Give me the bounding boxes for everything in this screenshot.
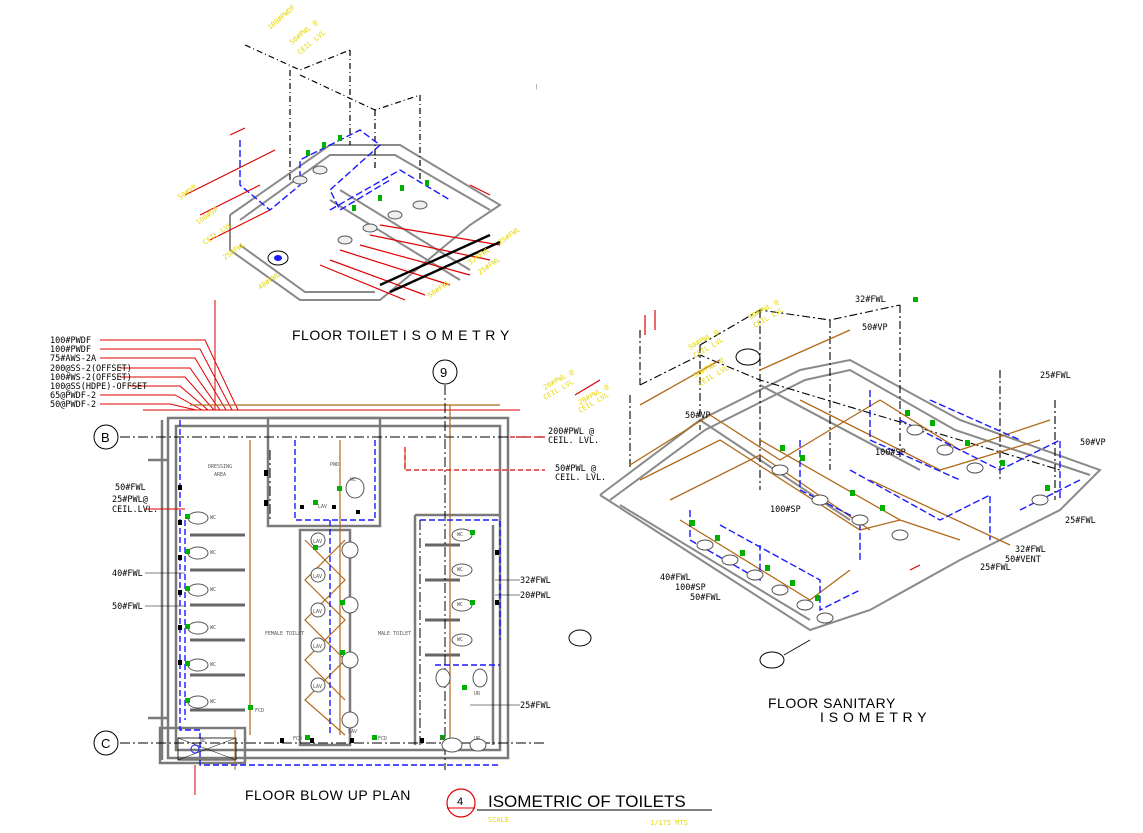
fixture-label: FCD — [378, 736, 387, 742]
fixture-label: WC — [457, 567, 463, 573]
room-label: PWD — [330, 462, 339, 468]
sanitary-label: 50#VP — [862, 323, 888, 333]
fixture-label: WC — [457, 602, 463, 608]
grid-bubble-icon: B — [93, 424, 119, 450]
right-label: CEIL. LVL. — [548, 436, 599, 446]
fixture-label: WC — [210, 625, 216, 631]
left-label: CEIL.LVL. — [112, 505, 158, 515]
title-number-bubble — [446, 788, 476, 818]
sanitary-label: 40#FWL — [660, 573, 691, 583]
floor-blow-up-plan-title: FLOOR BLOW UP PLAN — [245, 787, 411, 803]
legend-item: 100#WS-2(OFFSET) — [50, 373, 132, 383]
right-label: CEIL. LVL. — [555, 473, 606, 483]
fixture-label: LAV — [313, 684, 322, 690]
scale-value: 1/175 MTS — [650, 819, 688, 827]
fixture-label: UR — [474, 691, 481, 697]
svg-text:|: | — [535, 84, 538, 90]
sanitary-label: 25#FWL — [1040, 371, 1071, 381]
sanitary-label: 100#SP — [770, 505, 801, 515]
fixture-label: WC — [457, 637, 463, 643]
sanitary-label: 32#FWL — [1015, 545, 1046, 555]
title-number: 4 — [457, 796, 463, 808]
sanitary-label: 50#FWL — [690, 593, 721, 603]
grid-bubble-icon: C — [93, 730, 119, 756]
legend-item: 100#PWDF — [50, 336, 91, 346]
floor-sanitary-isometry: 50#PWL @ CEIL LVL 50#PWL @ CEIL LVL 50#P… — [542, 295, 1106, 669]
grid-bubble-icon: 9 — [432, 359, 458, 385]
grid-marker-b: B — [101, 430, 110, 445]
grid-marker-9: 9 — [440, 365, 447, 380]
room-label: MALE TOILET — [378, 631, 411, 637]
main-title-block: 4 ISOMETRIC OF TOILETS SCALE 1/175 MTS — [446, 788, 712, 827]
svg-text:50#VP: 50#VP — [177, 183, 199, 202]
sanitary-label: 25#FWL — [980, 563, 1011, 573]
room-label: FEMALE TOILET — [265, 631, 304, 637]
scale-label: SCALE — [488, 816, 509, 824]
sanitary-label: 32#FWL — [855, 295, 886, 305]
right-label: 20#PWL — [520, 591, 551, 601]
fixture-label: UR — [440, 736, 447, 742]
svg-text:100#SP: 100#SP — [195, 206, 220, 227]
legend-item: 100#PWDF — [50, 345, 91, 355]
fixture-label: LAV — [313, 574, 322, 580]
legend-item: 75#AWS-2A — [50, 354, 96, 364]
right-label: 200#PWL @ — [548, 427, 594, 437]
floor-sanitary-title-line2: I S O M E T R Y — [820, 709, 927, 725]
floor-sanitary-title-line1: FLOOR SANITARY — [768, 695, 896, 711]
fixture-label: LAV — [313, 539, 322, 545]
sanitary-label: 100#SP — [675, 583, 706, 593]
grid-bubble-icon — [735, 348, 761, 366]
fixture-label: LAV — [313, 609, 322, 615]
grid-bubble-icon — [759, 651, 785, 669]
fixture-label: WC — [457, 532, 463, 538]
fixture-label: LAV — [318, 504, 327, 510]
grid-marker-c: C — [101, 736, 110, 751]
right-label: 50#PWL @ — [555, 464, 596, 474]
left-label: 40#FWL — [112, 569, 143, 579]
left-label: 50#FWL — [112, 602, 143, 612]
fixture-label: LAV — [313, 644, 322, 650]
fixture-label: WC — [210, 550, 216, 556]
sanitary-label: 25#FWL — [1065, 516, 1096, 526]
sanitary-label: 100#SP — [875, 448, 906, 458]
floor-blow-up-plan: 100#PWDF 100#PWDF 75#AWS-2A 200@SS-2(OFF… — [50, 300, 606, 795]
sanitary-label: 50#VP — [1080, 438, 1106, 448]
legend-item: 50@PWDF-2 — [50, 400, 96, 410]
fixture-label: WC — [210, 515, 216, 521]
room-label: NE — [200, 738, 206, 744]
room-label: AREA — [214, 472, 226, 478]
fixture-label: WC — [210, 699, 216, 705]
fixture-label: WC — [210, 662, 216, 668]
fixture-label: FCD — [293, 736, 302, 742]
fixture-label: UR — [474, 736, 481, 742]
sanitary-label: 50#VP — [685, 411, 711, 421]
main-title: ISOMETRIC OF TOILETS — [488, 792, 686, 811]
plan-legend: 100#PWDF 100#PWDF 75#AWS-2A 200@SS-2(OFF… — [50, 336, 147, 410]
fixture-label: FCD — [255, 708, 264, 714]
svg-text:40#FWL: 40#FWL — [257, 271, 282, 292]
legend-item: 100@SS(HDPE)-OFFSET — [50, 382, 147, 392]
svg-text:CEIL LVL: CEIL LVL — [202, 221, 234, 247]
fixture-label: LAV — [348, 729, 357, 735]
right-label: 25#FWL — [520, 701, 551, 711]
grid-bubble-icon — [568, 629, 592, 647]
fixture-label: WC — [350, 477, 356, 483]
sanitary-label: 50#VENT — [1005, 555, 1041, 565]
svg-text:100#PWDF: 100#PWDF — [266, 4, 297, 32]
floor-toilet-isometry-title: FLOOR TOILET I S O M E T R Y — [292, 327, 510, 343]
room-label: DRESSING — [208, 464, 232, 470]
legend-item: 65@PWDF-2 — [50, 391, 96, 401]
floor-toilet-isometry: 100#PWDF 50#PWL @ CEIL LVL 50#VP 100#SP … — [177, 4, 538, 301]
left-label: 50#FWL — [115, 483, 146, 493]
svg-text:25#FWL: 25#FWL — [497, 226, 522, 247]
right-label: 32#FWL — [520, 576, 551, 586]
fixture-label: WC — [210, 587, 216, 593]
left-label: 25#PWL@ — [112, 495, 148, 505]
legend-item: 200@SS-2(OFFSET) — [50, 364, 132, 374]
